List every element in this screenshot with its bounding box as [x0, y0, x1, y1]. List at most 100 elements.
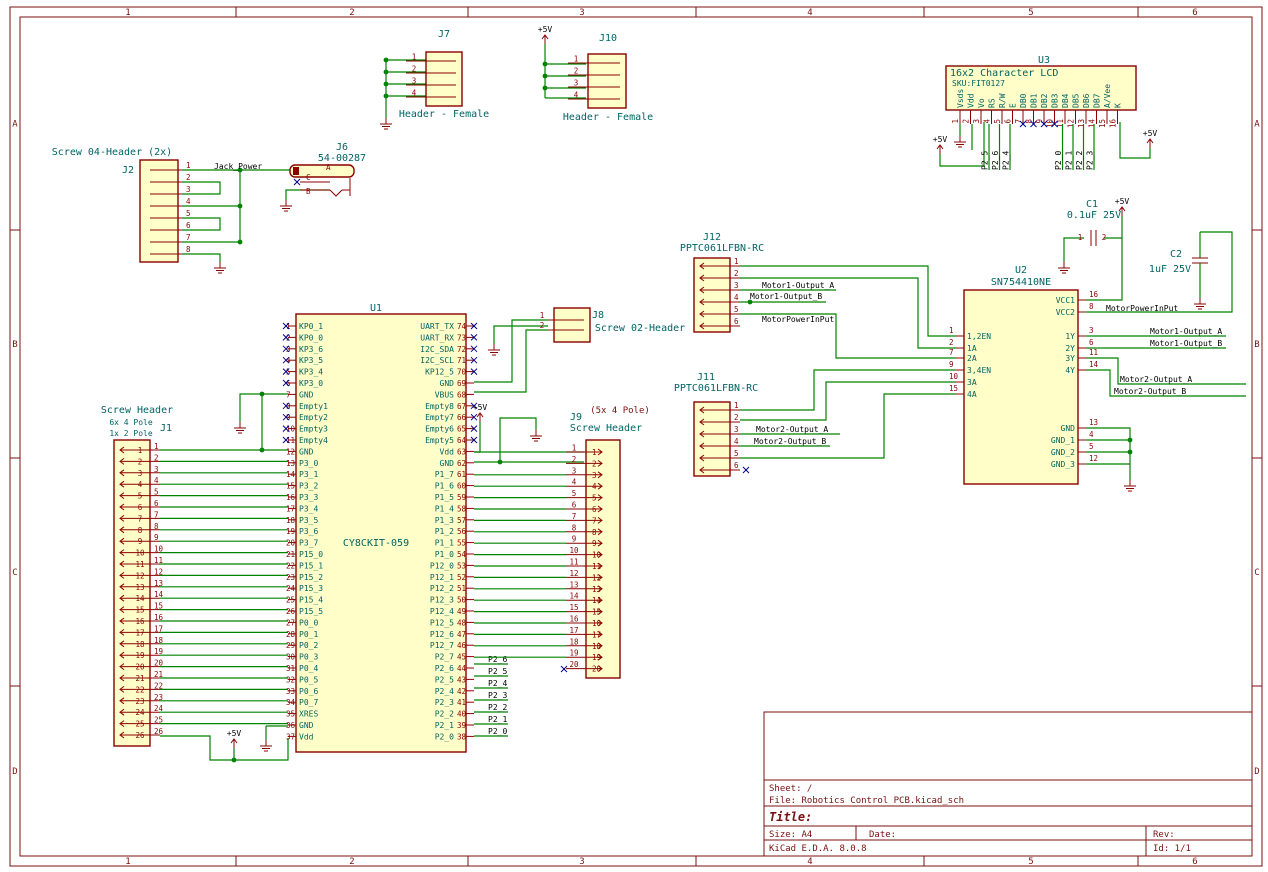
pin-number: 51 — [457, 584, 466, 593]
pin-number: 42 — [457, 687, 466, 696]
pin-number: 31 — [286, 664, 295, 673]
pin-number: 8 — [286, 402, 291, 411]
lcd-pin-name: DB0 — [1019, 93, 1028, 108]
pin-number-inner: 4 — [592, 482, 597, 491]
pin-number: 3 — [412, 77, 417, 86]
lcd-pin-name: DB4 — [1061, 93, 1070, 108]
c1-ref: C1 — [1086, 199, 1098, 210]
pin-number: 11 — [1089, 348, 1098, 357]
pin-name: P15_0 — [299, 550, 323, 559]
pin-number: 38 — [457, 732, 467, 741]
lcd-pin-number: 8 — [1025, 119, 1034, 124]
net-label-motor2-a-out: Motor2-Output_A — [1120, 375, 1192, 384]
pin-number: 3 — [572, 466, 577, 475]
no-connect-mark — [470, 425, 478, 432]
pin-number: 3 — [286, 345, 291, 354]
net-label-jack-power: Jack_Power — [214, 162, 262, 171]
pin-name: Empty1 — [299, 402, 328, 411]
pin-number: 5 — [1089, 442, 1094, 451]
column-marker-top: 3 — [579, 8, 584, 18]
u2-value: SN754410NE — [991, 277, 1051, 288]
j7-value: Header - Female — [399, 109, 489, 120]
power-5v-symbol: +5V — [227, 729, 241, 748]
no-connect-mark — [282, 345, 290, 353]
row-marker-left: D — [12, 767, 17, 777]
net-label-port2: P2_3 — [488, 691, 507, 700]
pin-number: 10 — [286, 425, 296, 434]
pin-name: GND — [299, 721, 314, 730]
j1-ref: J1 — [160, 423, 172, 434]
lcd-pin-name: Vdd — [967, 93, 976, 108]
pin-number: 37 — [286, 732, 295, 741]
net-label-motor2-b-out: Motor2-Output_B — [1114, 387, 1186, 396]
pin-number: 2 — [1102, 233, 1107, 242]
pin-number: 5 — [572, 489, 577, 498]
pin-number: 4 — [574, 91, 579, 100]
pin-name: GND — [299, 390, 314, 399]
lcd-pin-number: 16 — [1109, 119, 1118, 129]
pin-name: GND — [440, 379, 455, 388]
j2-value: Screw 04-Header (2x) — [52, 147, 172, 158]
pin-number: 7 — [186, 233, 191, 242]
pin-number: 20 — [286, 539, 296, 548]
pin-number-outer: 2 — [154, 453, 159, 462]
ground-symbol — [1194, 298, 1206, 310]
pin-number: 2 — [286, 333, 291, 342]
pin-number-inner: 19 — [592, 653, 601, 662]
pin-name: XRES — [299, 710, 318, 719]
pin-number: 14 — [286, 470, 296, 479]
no-connect-mark — [1040, 120, 1048, 128]
power-5v-label: +5V — [933, 135, 948, 144]
lcd-pin-name: E — [1009, 103, 1018, 108]
junction-dot — [231, 757, 237, 763]
pin-number: 26 — [135, 731, 145, 740]
pin-name: P1_5 — [435, 493, 454, 502]
net-label-port2: P2_5 — [488, 667, 507, 676]
pin-number: 1 — [412, 53, 417, 62]
row-marker-right: B — [1254, 340, 1259, 350]
pin-number: 7 — [949, 348, 954, 357]
no-connect-mark — [282, 379, 290, 387]
pin-number: 1 — [572, 444, 577, 453]
pin-number: 8 — [186, 245, 191, 254]
lcd-pin-name: Vsds — [956, 89, 965, 108]
pin-name: P2_3 — [435, 698, 454, 707]
j8-ref: J8 — [592, 310, 604, 321]
pin-name: P1_6 — [435, 482, 454, 491]
pin-name: Vdd — [440, 447, 455, 456]
pin-name: P0_5 — [299, 675, 318, 684]
pin-number: 57 — [457, 516, 466, 525]
pin-name: P2_5 — [435, 675, 454, 684]
column-marker-bottom: 2 — [349, 857, 354, 867]
power-5v-symbol: +5V — [1143, 129, 1157, 148]
pin-number: 1 — [734, 401, 739, 410]
ground-symbol — [280, 200, 292, 212]
pin-name: I2C_SDA — [420, 345, 454, 354]
j1-note-2: 1x 2 Pole — [109, 429, 153, 438]
pin-name: VBUS — [435, 390, 454, 399]
pin-name: 2A — [967, 354, 977, 363]
c2-ref: C2 — [1170, 249, 1182, 260]
lcd-pin-name: DB5 — [1072, 93, 1081, 108]
pin-number: 54 — [457, 550, 467, 559]
pin-number: 4 — [734, 437, 739, 446]
lcd-pin-name: DB7 — [1093, 93, 1102, 108]
column-marker-top: 5 — [1028, 8, 1033, 18]
pin-number: 13 — [569, 580, 578, 589]
pin-number: 58 — [457, 504, 467, 513]
pin-name: UART_TX — [420, 322, 454, 331]
title-label: Title: — [769, 810, 812, 824]
sheet-label: Sheet: / — [769, 784, 812, 794]
lcd-pin-number: 15 — [1098, 119, 1107, 128]
pin-number: 5 — [734, 305, 739, 314]
net-label-lcd: P2_3 — [1086, 151, 1095, 170]
pin-number-outer: 9 — [154, 533, 159, 542]
pin-name: Empty8 — [425, 402, 454, 411]
no-connect-mark — [1030, 120, 1037, 128]
pin-name: 3Y — [1065, 354, 1075, 363]
junction-dot — [542, 73, 548, 79]
u3-value: 16x2 Character LCD — [950, 68, 1058, 79]
pin-name: P15_4 — [299, 596, 323, 605]
no-connect-mark — [470, 334, 478, 341]
